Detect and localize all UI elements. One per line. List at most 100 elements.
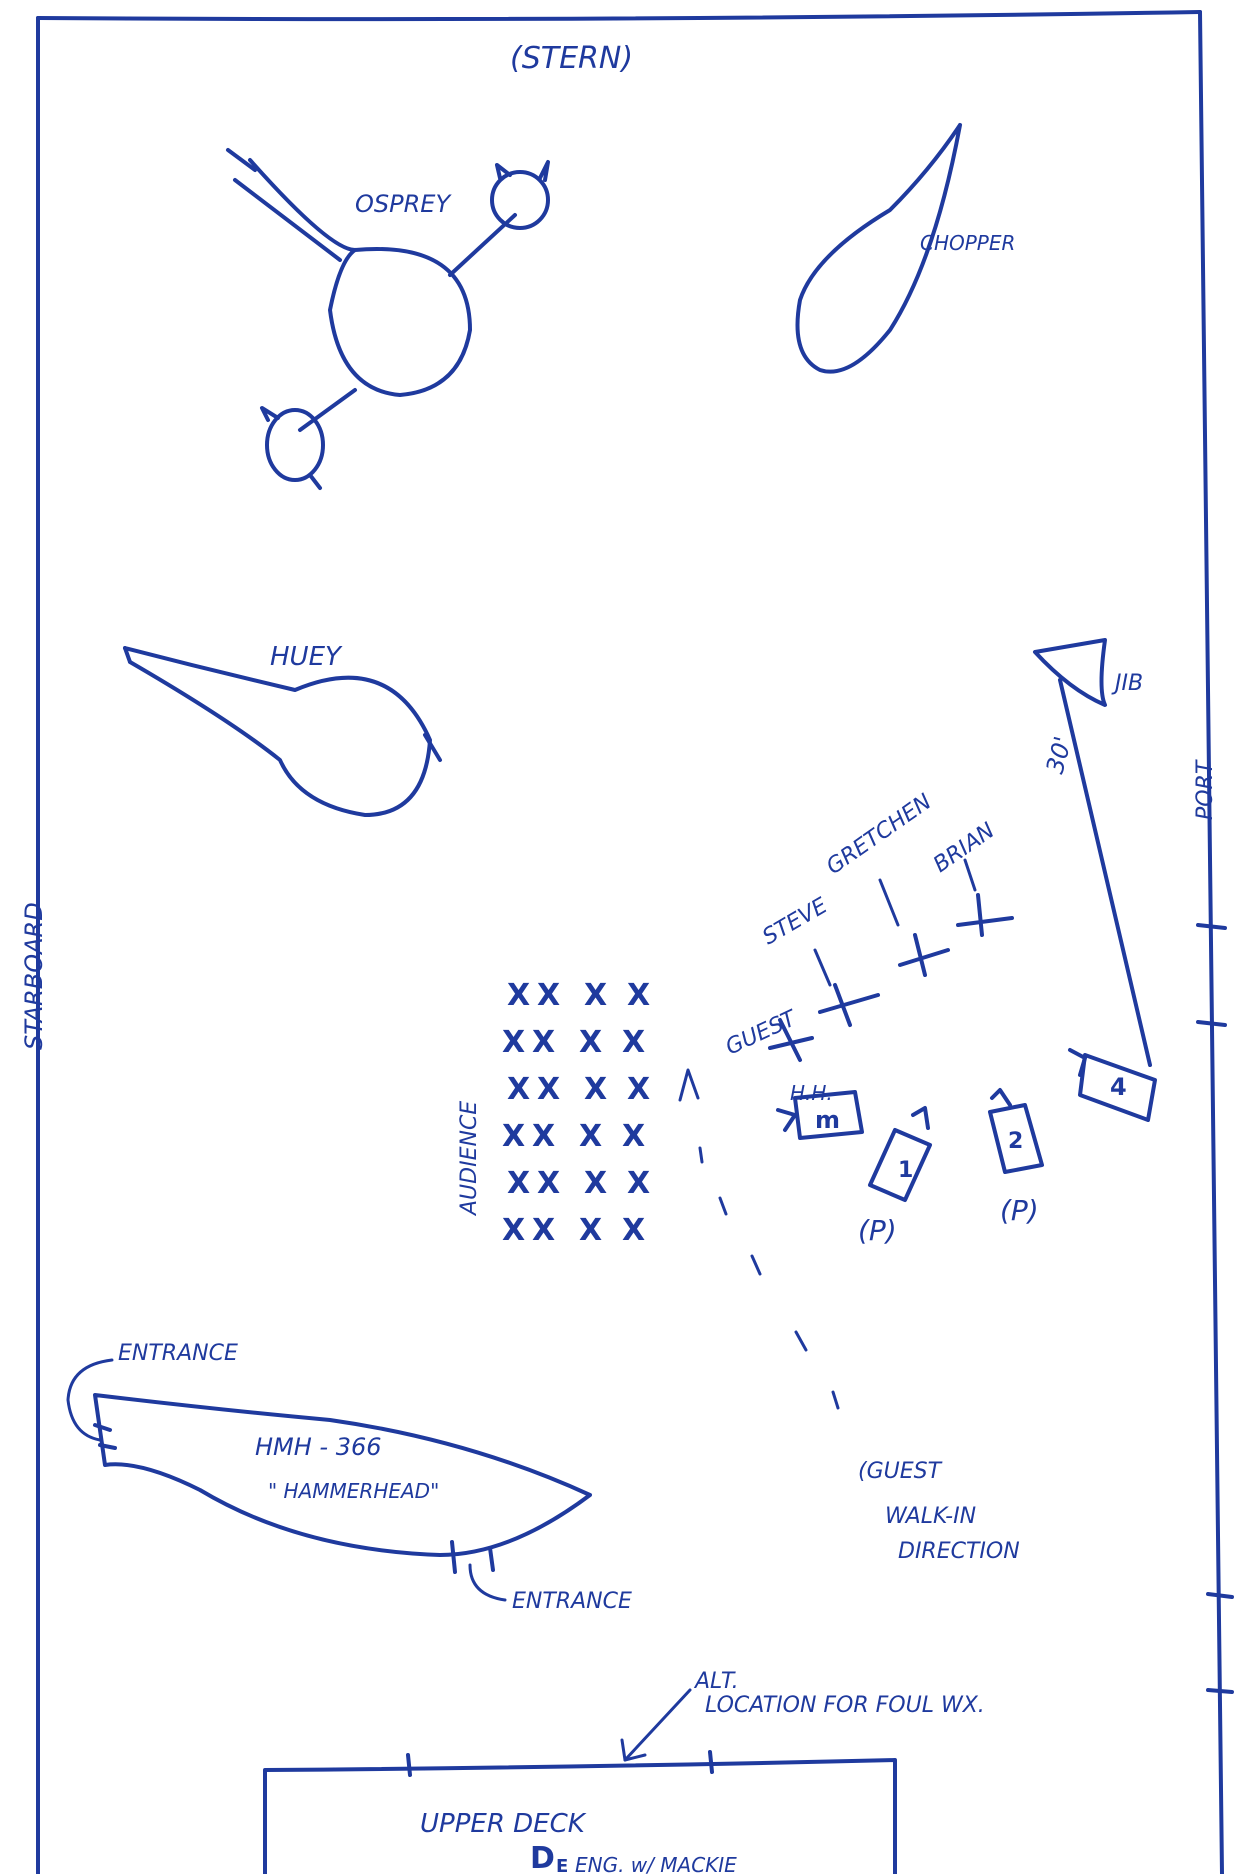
- foul-weather-line2: LOCATION FOR FOUL WX.: [705, 1693, 985, 1718]
- brian-label: BRIAN: [929, 818, 999, 878]
- port-label: PORT: [1193, 759, 1218, 820]
- audience-seat-mark: X: [502, 1025, 525, 1060]
- steve-label: STEVE: [759, 893, 832, 950]
- brian-pointer: [965, 860, 975, 890]
- upper-deck-note: ENG. w/ MACKIE: [575, 1853, 737, 1874]
- audience-seat-mark: X: [622, 1119, 645, 1154]
- port-tick: [1198, 925, 1225, 928]
- osprey-wing-lower: [300, 390, 355, 430]
- audience-seat-mark: X: [622, 1213, 645, 1248]
- camera-4-lens: [1070, 1050, 1085, 1075]
- stern-edge: [38, 12, 1200, 19]
- huey-label: HUEY: [270, 642, 343, 672]
- osprey-tail: [235, 180, 340, 260]
- osprey-rotor: [310, 475, 320, 488]
- audience-seat-mark: X: [502, 1119, 525, 1154]
- camera-2-lens: [992, 1090, 1010, 1105]
- foul-weather-line1: ALT.: [693, 1669, 739, 1694]
- audience-label: AUDIENCE: [457, 1101, 482, 1217]
- walk-in-dash: [796, 1332, 806, 1350]
- entrance-bottom-pointer: [470, 1565, 505, 1600]
- osprey-rotor: [262, 408, 278, 420]
- camera-m-letter: m: [815, 1106, 840, 1134]
- jib: JIB 30': [1035, 640, 1150, 1065]
- walk-in-dash: [752, 1256, 760, 1274]
- osprey-rotor: [540, 162, 548, 180]
- osprey-nacelle-upper: [492, 172, 548, 228]
- gretchen-mark: [900, 935, 948, 975]
- camera-4-number: 4: [1110, 1073, 1127, 1101]
- deck-outline: [38, 12, 1232, 1874]
- audience-seat-mark: X: [584, 1072, 607, 1107]
- audience-seat-mark: X: [537, 1166, 560, 1201]
- audience-seat-mark: X: [532, 1119, 555, 1154]
- huey-aircraft: HUEY: [125, 642, 440, 815]
- chopper-aircraft: CHOPPER: [798, 125, 1016, 372]
- entrance-top-label: ENTRANCE: [118, 1341, 238, 1366]
- walk-in-line3: DIRECTION: [898, 1539, 1020, 1564]
- camera-2-number: 2: [1008, 1129, 1023, 1154]
- osprey-nacelle-lower: [267, 410, 323, 480]
- camera-m-lens: [778, 1110, 795, 1130]
- walk-in-line2: WALK-IN: [885, 1504, 976, 1529]
- audience-seat-mark: X: [507, 978, 530, 1013]
- audience-seat-mark: X: [507, 1072, 530, 1107]
- audience-seat-mark: X: [502, 1213, 525, 1248]
- audience-seat-mark: X: [627, 978, 650, 1013]
- pedestal-2-label: (P): [1000, 1194, 1039, 1227]
- chopper-label: CHOPPER: [920, 231, 1015, 255]
- pedestal-1-label: (P): [858, 1214, 897, 1247]
- audience-seat-mark: X: [537, 1072, 560, 1107]
- hmh-366-door-ticks: [452, 1542, 493, 1572]
- upper-deck-e-mark: E: [556, 1856, 568, 1874]
- camera-1: 1 (P): [858, 1108, 930, 1247]
- walk-in-arrowhead: [680, 1070, 698, 1100]
- talent-marks: GUEST STEVE GRETCHEN BRIAN H.H.: [722, 789, 1012, 1105]
- walk-in-dash: [833, 1392, 838, 1408]
- guest-walk-in-path: (GUEST WALK-IN DIRECTION: [680, 1070, 1020, 1564]
- entrance-bottom-label: ENTRANCE: [512, 1589, 632, 1614]
- camera-4: 4: [1070, 1050, 1155, 1120]
- osprey-aircraft: OSPREY: [228, 150, 548, 488]
- hmh-366-aircraft: HMH - 366 " HAMMERHEAD": [95, 1395, 590, 1572]
- foul-weather-arrow: [625, 1690, 690, 1760]
- audience-seat-mark: X: [532, 1025, 555, 1060]
- audience-seat-mark: X: [627, 1072, 650, 1107]
- hmh-366-label: HMH - 366: [255, 1433, 382, 1461]
- audience-seat-mark: X: [579, 1213, 602, 1248]
- walk-in-dash: [700, 1148, 702, 1162]
- jib-label: JIB: [1111, 671, 1143, 696]
- gretchen-label: GRETCHEN: [822, 789, 936, 879]
- jib-head: [1035, 640, 1105, 705]
- hmh-366-nickname: " HAMMERHEAD": [268, 1479, 439, 1503]
- upper-deck-title: UPPER DECK: [420, 1809, 587, 1839]
- audience-seat-mark: X: [537, 978, 560, 1013]
- walk-in-line1: (GUEST: [858, 1459, 943, 1484]
- upper-deck: UPPER DECK D E ENG. w/ MACKIE: [265, 1752, 895, 1874]
- audience-seat-mark: X: [507, 1166, 530, 1201]
- audience-seat-mark: X: [579, 1119, 602, 1154]
- stern-label: (STERN): [510, 41, 633, 76]
- camera-1-number: 1: [898, 1158, 913, 1183]
- steve-mark: [820, 985, 878, 1025]
- hmh-366-body: [95, 1395, 590, 1555]
- port-tick: [1208, 1594, 1232, 1597]
- camera-1-lens: [913, 1108, 928, 1128]
- upper-deck-d-mark: D: [530, 1841, 555, 1874]
- gretchen-pointer: [880, 880, 898, 925]
- port-tick: [1208, 1690, 1232, 1692]
- jib-length-label: 30': [1041, 733, 1078, 776]
- audience-seat-mark: X: [532, 1213, 555, 1248]
- walk-in-dash: [720, 1198, 726, 1214]
- osprey-label: OSPREY: [355, 190, 452, 218]
- audience-seat-mark: X: [622, 1025, 645, 1060]
- camera-2: 2 (P): [990, 1090, 1042, 1227]
- starboard-label: STARBOARD: [20, 902, 48, 1050]
- audience-seat-mark: X: [584, 1166, 607, 1201]
- audience-seat-mark: X: [584, 978, 607, 1013]
- guest-label: GUEST: [722, 1006, 801, 1061]
- steve-pointer: [815, 950, 830, 985]
